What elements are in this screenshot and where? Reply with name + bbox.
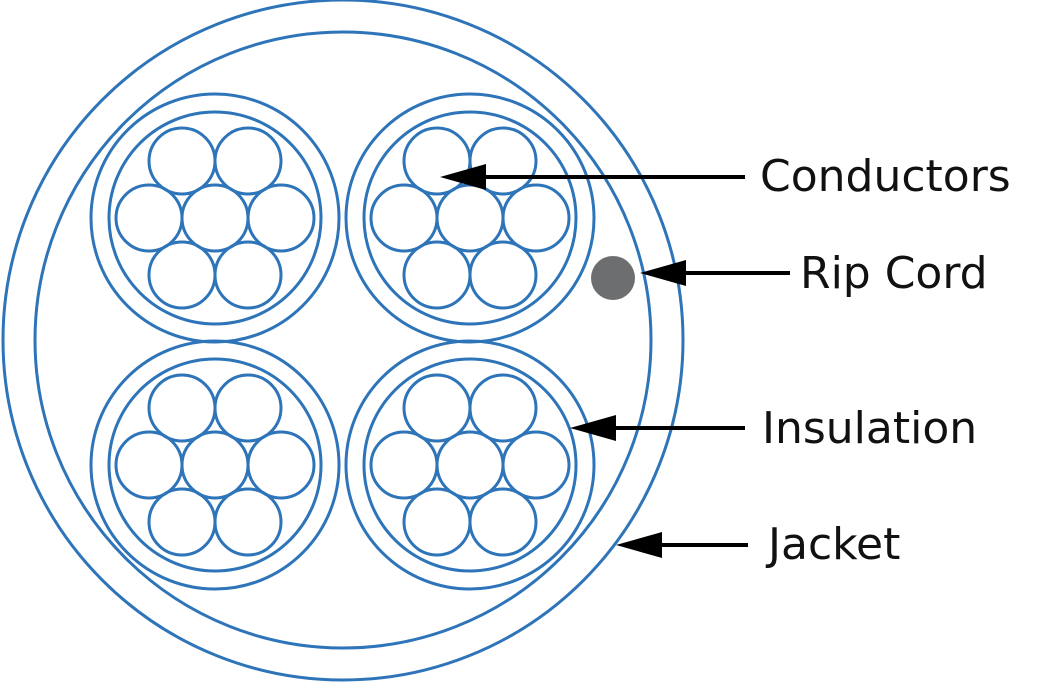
conductor-strand (369, 430, 439, 500)
conductor-strand (147, 487, 217, 557)
conductor-strand (213, 373, 283, 443)
jacket-inner-ring (33, 30, 653, 650)
conductor-strand (213, 126, 283, 196)
conductor-strand (246, 430, 316, 500)
conductor-strand (114, 183, 184, 253)
conductor-strand (147, 240, 217, 310)
conductor-strand (147, 126, 217, 196)
conductor-strand (147, 373, 217, 443)
rip-cord-label: Rip Cord (800, 248, 988, 299)
insulation-arrowhead (570, 415, 616, 441)
insulation-label: Insulation (762, 403, 977, 454)
bundle-insulation-outer-2 (344, 92, 596, 344)
bundle-insulation-outer-1 (89, 92, 341, 344)
bundle-insulation-inner-2 (362, 110, 578, 326)
conductors-label: Conductors (760, 151, 1011, 202)
conductor-strand (369, 183, 439, 253)
conductor-strand (402, 240, 472, 310)
bundle-insulation-outer-4 (344, 339, 596, 591)
bundle-insulation-inner-4 (362, 357, 578, 573)
jacket-arrowhead (616, 532, 662, 558)
bundle-insulation-inner-3 (107, 357, 323, 573)
conductor-strand (180, 183, 250, 253)
conductor-strand (468, 487, 538, 557)
conductor-strand (435, 430, 505, 500)
conductor-strand (468, 126, 538, 196)
bundle-insulation-outer-3 (89, 339, 341, 591)
rip-cord-arrowhead (640, 260, 686, 286)
conductor-strand (402, 373, 472, 443)
rip-cord (591, 256, 635, 300)
conductor-strand (468, 373, 538, 443)
callout-arrows (440, 164, 790, 558)
conductor-strand (213, 487, 283, 557)
conductor-strand (435, 183, 505, 253)
conductor-strand (402, 126, 472, 196)
conductor-strand (468, 240, 538, 310)
conductors-arrowhead (440, 164, 486, 190)
conductor-strand (213, 240, 283, 310)
conductor-strand (501, 183, 571, 253)
conductor-bundles (89, 92, 596, 591)
cable-body (1, 0, 685, 682)
conductor-strand (402, 487, 472, 557)
jacket-label: Jacket (765, 519, 900, 570)
bundle-insulation-inner-1 (107, 110, 323, 326)
conductor-strand (246, 183, 316, 253)
conductor-strand (114, 430, 184, 500)
conductor-strand (501, 430, 571, 500)
conductor-strand (180, 430, 250, 500)
jacket-outer-ring (1, 0, 685, 682)
